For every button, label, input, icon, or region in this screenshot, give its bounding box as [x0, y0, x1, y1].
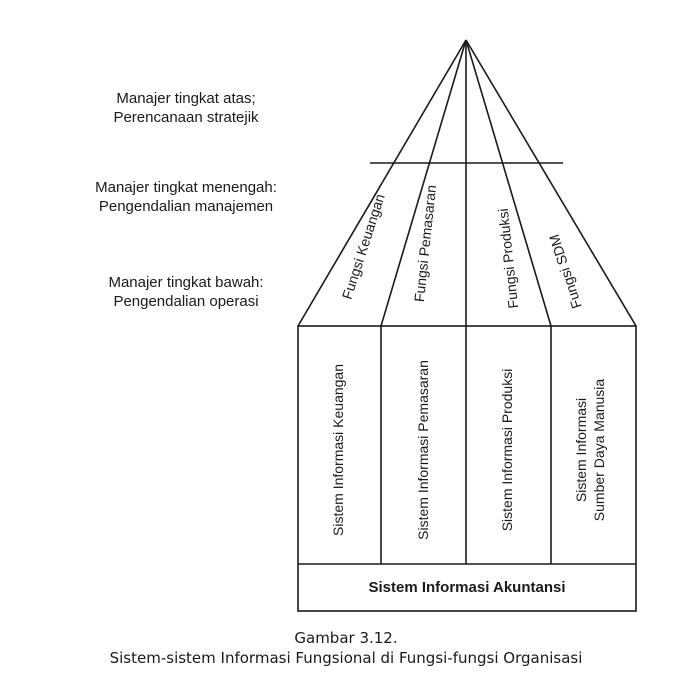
function-label-pemasaran: Fungsi Pemasaran [411, 184, 439, 303]
system-label-pemasaran: Sistem Informasi Pemasaran [415, 360, 431, 540]
function-label-sdm: Fungsi SDM [546, 232, 585, 310]
function-label-keuangan: Fungsi Keuangan [339, 192, 388, 301]
level-middle-title: Manajer tingkat menengah: [95, 179, 277, 196]
pyramid-right-edge [465, 39, 637, 327]
system-label-produksi: Sistem Informasi Produksi [499, 369, 515, 532]
level-bottom-title: Manajer tingkat bawah: [108, 274, 263, 291]
systems-box [297, 325, 637, 612]
caption-title: Sistem-sistem Informasi Fungsional di Fu… [110, 649, 583, 667]
pyramid-divider-1 [380, 39, 467, 327]
system-label-sdm-line1: Sistem Informasi [573, 398, 589, 502]
pyramid-divider-3 [465, 39, 552, 327]
function-label-produksi: Fungsi Produksi [495, 208, 521, 310]
level-top-title: Manajer tingkat atas; [116, 90, 255, 107]
level-bottom-subtitle: Pengendalian operasi [113, 293, 258, 310]
accounting-system-label: Sistem Informasi Akuntansi [369, 579, 566, 596]
systems-box-frame [297, 325, 637, 612]
pyramid [297, 39, 637, 327]
pyramid-left-edge [297, 39, 467, 327]
system-label-keuangan: Sistem Informasi Keuangan [330, 364, 346, 536]
caption-figure-number: Gambar 3.12. [294, 629, 397, 647]
level-middle-subtitle: Pengendalian manajemen [99, 198, 273, 215]
level-top-subtitle: Perencanaan stratejik [113, 109, 259, 126]
system-label-sdm-line2: Sumber Daya Manusia [591, 379, 607, 522]
